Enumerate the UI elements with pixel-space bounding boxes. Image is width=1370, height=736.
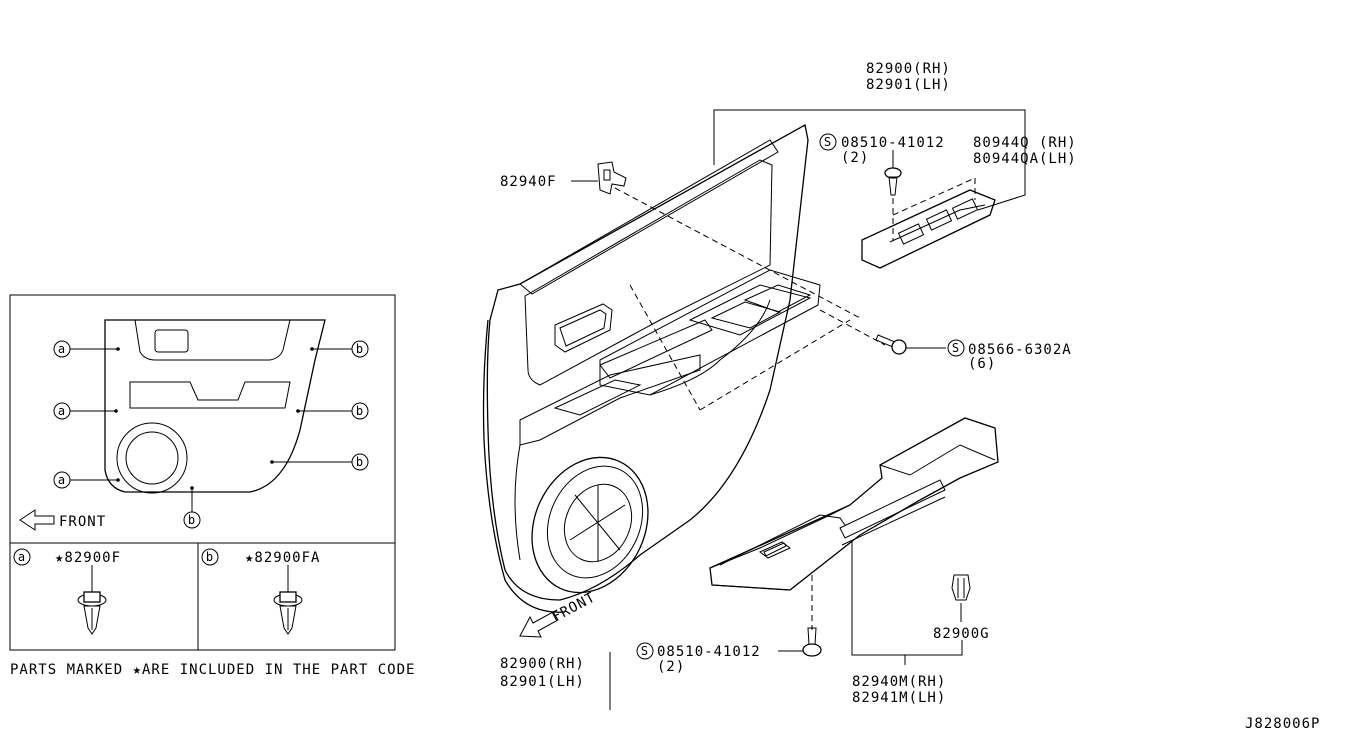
front-direction-arrow: FRONT xyxy=(519,589,599,638)
panel-part-number: 82900(RH) 82901(LH) xyxy=(713,61,1026,211)
armrest-part-number: 82940M(RH) 82941M(LH) xyxy=(851,540,963,706)
screw-08566: S 08566-6302A (6) xyxy=(875,334,1072,372)
trim-clip-icon[interactable] xyxy=(951,574,971,601)
parts-note: PARTS MARKED ★ARE INCLUDED IN THE PART C… xyxy=(10,652,611,710)
clip-a-letter: a xyxy=(18,550,26,564)
clip-82940f-label[interactable]: 82940F xyxy=(500,174,557,190)
trim-clip-icon[interactable] xyxy=(597,161,627,195)
note-code-rh[interactable]: 82900(RH) xyxy=(500,656,585,672)
inset-front-label: FRONT xyxy=(59,514,106,530)
screw-s-symbol-icon xyxy=(947,339,965,357)
screw-top-qty: (2) xyxy=(841,150,869,166)
panel-lh-label[interactable]: 82901(LH) xyxy=(866,77,951,93)
armrest-trim-part[interactable] xyxy=(709,417,999,591)
switch-lh-label[interactable]: 80944QA(LH) xyxy=(973,151,1077,167)
armrest-rh-label[interactable]: 82940M(RH) xyxy=(852,674,946,690)
screw-bottom-label[interactable]: 08510-41012 xyxy=(657,644,761,660)
callout-b-letter: b xyxy=(356,455,364,469)
clip-a-part-code[interactable]: ★82900F xyxy=(55,550,121,566)
callout-a-letter: a xyxy=(58,342,66,356)
panel-rh-label[interactable]: 82900(RH) xyxy=(866,61,951,77)
window-switch-part: 80944Q (RH) 80944QA(LH) xyxy=(861,135,1077,269)
callout-b-letter: b xyxy=(188,513,196,527)
screw-s-symbol-icon xyxy=(819,133,837,151)
clip-82900g: 82900G xyxy=(933,574,990,642)
clip-b-cell: b ★82900FA xyxy=(201,548,320,635)
armrest-lh-label[interactable]: 82941M(LH) xyxy=(852,690,946,706)
clip-b-letter: b xyxy=(206,550,214,564)
inset-front-arrow: FRONT xyxy=(19,509,106,531)
clip-a-cell: a ★82900F xyxy=(13,548,121,635)
svg-text:S: S xyxy=(824,135,832,149)
callout-b-4[interactable]: b xyxy=(183,486,201,529)
callout-a-3[interactable]: a xyxy=(53,471,120,489)
screw-bottom-qty: (2) xyxy=(657,659,685,675)
screw-mid-qty: (6) xyxy=(968,356,996,372)
svg-text:S: S xyxy=(641,644,649,658)
callout-b-letter: b xyxy=(356,342,364,356)
note-code-lh[interactable]: 82901(LH) xyxy=(500,674,585,690)
callout-b-3[interactable]: b xyxy=(270,453,369,471)
callout-b-1[interactable]: b xyxy=(310,340,369,358)
screw-icon[interactable] xyxy=(875,334,907,355)
screw-08510-top: S 08510-41012 (2) xyxy=(819,133,945,240)
clip-82940f: 82940F xyxy=(500,161,861,319)
window-switch-assembly[interactable] xyxy=(861,189,996,269)
callout-b-2[interactable]: b xyxy=(296,402,369,420)
callout-b-letter: b xyxy=(356,404,364,418)
clip-b-part-code[interactable]: ★82900FA xyxy=(245,550,320,566)
parts-note-text: PARTS MARKED ★ARE INCLUDED IN THE PART C… xyxy=(10,662,415,678)
screw-mid-label[interactable]: 08566-6302A xyxy=(968,342,1072,358)
svg-text:S: S xyxy=(952,341,960,355)
switch-rh-label[interactable]: 80944Q (RH) xyxy=(973,135,1077,151)
screw-icon[interactable] xyxy=(802,627,822,657)
push-clip-a-icon[interactable] xyxy=(77,591,107,635)
speaker-grille-icon xyxy=(531,456,649,594)
inset-door-panel-outline xyxy=(104,319,326,494)
screw-top-label[interactable]: 08510-41012 xyxy=(841,135,945,151)
screw-s-symbol-icon xyxy=(636,642,654,660)
screw-icon[interactable] xyxy=(884,167,902,196)
diagram-code: J828006P xyxy=(1245,716,1320,732)
callout-a-letter: a xyxy=(58,473,66,487)
callout-a-2[interactable]: a xyxy=(53,402,118,420)
fastener-location-inset: a a a b b xyxy=(9,294,396,651)
push-clip-b-icon[interactable] xyxy=(273,591,303,635)
clip-82900g-label[interactable]: 82900G xyxy=(933,626,990,642)
screw-08510-bottom: S 08510-41012 (2) xyxy=(636,627,822,675)
callout-a-1[interactable]: a xyxy=(53,340,120,358)
front-label: FRONT xyxy=(549,589,598,625)
callout-a-letter: a xyxy=(58,404,66,418)
